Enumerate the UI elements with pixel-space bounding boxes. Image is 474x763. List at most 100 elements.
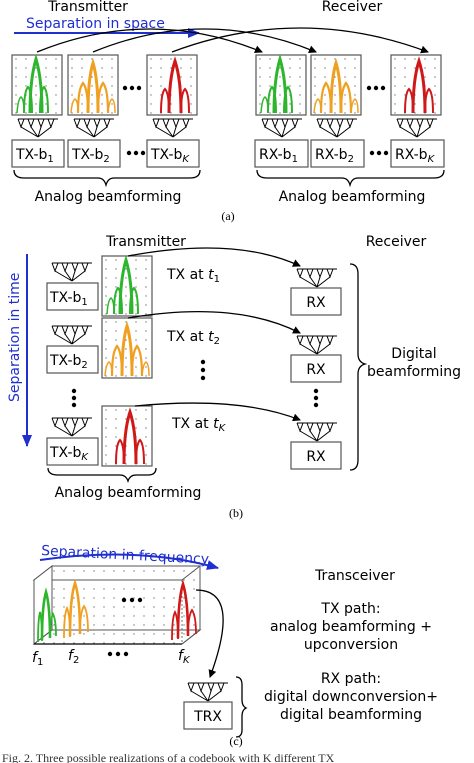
a-receiver-title: Receiver [322, 0, 383, 15]
a-rx-antenna-1 [261, 118, 303, 138]
a-tx-beam-k [145, 53, 199, 117]
a-sub-k: K [182, 154, 190, 165]
a-tx-box-k: TX-bK [146, 139, 200, 168]
c-rx-path-1: RX path: [321, 671, 381, 687]
c-rx-path-3: digital beamforming [280, 707, 422, 723]
svg-text:RX-b2: RX-b2 [315, 147, 354, 165]
svg-text:TX-b1: TX-b1 [49, 290, 88, 308]
b-link-arrow-k [134, 402, 301, 422]
c-transceiver: Transceiver [314, 568, 395, 584]
a-tx-beam-1 [10, 53, 64, 117]
b-rx2-label: RX [306, 362, 326, 378]
c-fk-label: fK [178, 648, 191, 666]
a-tx-bk-label: TX-b [150, 147, 182, 163]
b-rx-vellipsis [313, 388, 319, 408]
a-rx-mid-ellipsis [369, 150, 389, 156]
c-3d-box [32, 564, 202, 646]
panel-b: Transmitter Receiver Separation in time … [7, 234, 461, 520]
b-link-arrow-2 [127, 310, 301, 334]
a-tx-ellipsis [122, 85, 142, 91]
b-analog-label: Analog beamforming [55, 485, 202, 501]
c-freq-arrow [39, 553, 219, 570]
b-tx-vellipsis [71, 388, 77, 408]
a-tx-box-1: TX-b1 [11, 139, 65, 168]
b-transmitter-title: Transmitter [105, 234, 186, 250]
b-tx-beam-2 [100, 316, 154, 380]
a-rx-ellipsis [366, 85, 386, 91]
b-tx-b1-label: TX-b [49, 290, 81, 306]
b-tx-antenna-2 [51, 325, 93, 345]
svg-text:TX-bK: TX-bK [150, 147, 190, 165]
a-tx-b2-label: TX-b [71, 147, 103, 163]
b-rx-box-2: RX [290, 354, 342, 383]
c-rx-path-2: digital downconversion+ [264, 689, 438, 705]
svg-text:TX-b2: TX-b2 [49, 353, 88, 371]
c-caption: (c) [229, 734, 242, 748]
a-tx-beam-2 [66, 53, 120, 117]
b-tx-beam-1 [100, 254, 154, 318]
a-link-arrow-k [171, 27, 429, 54]
b-rx-box-1: RX [290, 287, 342, 316]
c-red-beam [171, 579, 197, 641]
b-tx-box-2: TX-b2 [46, 345, 99, 374]
c-mid-ellipsis [121, 597, 143, 603]
b-digital-l1: Digital [391, 346, 436, 362]
c-feed-arrow [195, 589, 224, 678]
b-rx-box-k: RX [290, 441, 342, 470]
a-rx-bk-label: RX-b [395, 147, 428, 163]
b-tx-box-1: TX-b1 [46, 282, 99, 311]
a-rx-b2-label: RX-b [315, 147, 348, 163]
a-rx-antenna-2 [316, 118, 358, 138]
b-rxk-label: RX [306, 449, 326, 465]
b-receiver-title: Receiver [366, 234, 427, 250]
c-axis-ellipsis [107, 651, 129, 657]
c-green-beam [37, 587, 57, 643]
c-tx-path-3: upconversion [304, 637, 398, 653]
a-analog-rx-label: Analog beamforming [279, 189, 426, 205]
b-time-label: Separation in time [7, 273, 23, 402]
b-caption: (b) [229, 506, 243, 520]
a-rx-beam-1 [254, 53, 308, 117]
a-rx-sub-1: 1 [292, 154, 298, 165]
a-tx-antenna-2 [73, 118, 115, 138]
a-sub-1: 1 [47, 154, 53, 165]
a-transmitter-title: Transmitter [47, 0, 128, 15]
c-trx-antenna [187, 682, 229, 702]
b-sub-k: K [81, 452, 89, 463]
a-tx-b1-label: TX-b [15, 147, 47, 163]
svg-text:TX-b2: TX-b2 [71, 147, 110, 165]
c-f1-label: f1 [32, 650, 43, 668]
b-tx-beam-k [100, 404, 154, 468]
c-tx-path-1: TX path: [320, 601, 380, 617]
b-tx-bk-label: TX-b [49, 445, 81, 461]
panel-c: Separation in frequency [32, 543, 438, 748]
c-rx-brace [235, 676, 248, 738]
a-rx-sub-k: K [428, 154, 436, 165]
b-rx-antenna-2 [296, 335, 338, 355]
a-rx-brace [256, 169, 445, 188]
b-tx-at-k: TX at tK [171, 416, 227, 434]
b-digital-l2: beamforming [367, 364, 461, 380]
a-tx-antenna-1 [17, 118, 59, 138]
a-rx-antenna-k [396, 118, 438, 138]
b-rx-antenna-k [296, 422, 338, 442]
b-tx-b2-label: TX-b [49, 353, 81, 369]
a-tx-antenna-k [152, 118, 194, 138]
c-orange-beam [63, 578, 89, 639]
b-tx-antenna-1 [51, 262, 93, 282]
a-rx-box-1: RX-b1 [254, 139, 309, 168]
b-tx-box-k: TX-bK [46, 437, 99, 466]
b-tx-at-2: TX at t2 [166, 329, 220, 347]
b-sub-2: 2 [81, 360, 87, 371]
b-mid-vellipsis [200, 359, 206, 381]
c-trx-box: TRX [183, 701, 233, 730]
c-f2-label: f2 [68, 648, 79, 666]
a-space-label: Separation in space [26, 16, 165, 32]
b-analog-brace [47, 467, 157, 484]
a-link-arrow-1 [36, 28, 263, 54]
b-sub-1: 1 [81, 297, 87, 308]
b-rx1-label: RX [306, 295, 326, 311]
b-rx-antenna-1 [296, 268, 338, 288]
b-link-arrow-1 [127, 247, 301, 267]
